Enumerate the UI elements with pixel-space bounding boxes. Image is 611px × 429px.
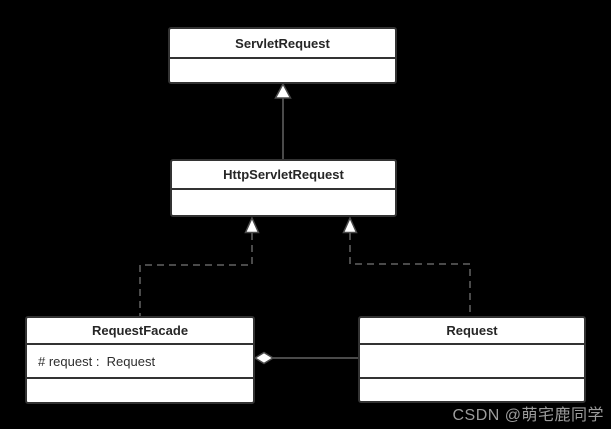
empty-compartment [172, 190, 395, 215]
generalization-connector [274, 82, 292, 159]
class-name-label: HttpServletRequest [172, 161, 395, 190]
hollow-triangle-arrowhead-icon [274, 82, 292, 99]
realization-connector-left [139, 216, 260, 316]
csdn-watermark: CSDN @萌宅鹿同学 [452, 407, 604, 424]
class-box-request: Request [358, 316, 586, 403]
hollow-triangle-arrowhead-icon [342, 216, 358, 234]
class-name-label: RequestFacade [27, 318, 253, 345]
attribute-label: # request : Request [27, 345, 253, 379]
hollow-diamond-icon [253, 351, 275, 365]
class-name-label: Request [360, 318, 584, 345]
hollow-triangle-arrowhead-icon [244, 216, 260, 234]
empty-compartment [360, 379, 584, 401]
realization-connector-right [342, 216, 471, 316]
class-box-httpservletrequest: HttpServletRequest [170, 159, 397, 217]
aggregation-connector [253, 351, 358, 365]
empty-compartment [170, 59, 395, 82]
class-name-label: ServletRequest [170, 29, 395, 59]
class-box-requestfacade: RequestFacade # request : Request [25, 316, 255, 404]
class-box-servletrequest: ServletRequest [168, 27, 397, 84]
empty-compartment [27, 379, 253, 402]
empty-compartment [360, 345, 584, 379]
